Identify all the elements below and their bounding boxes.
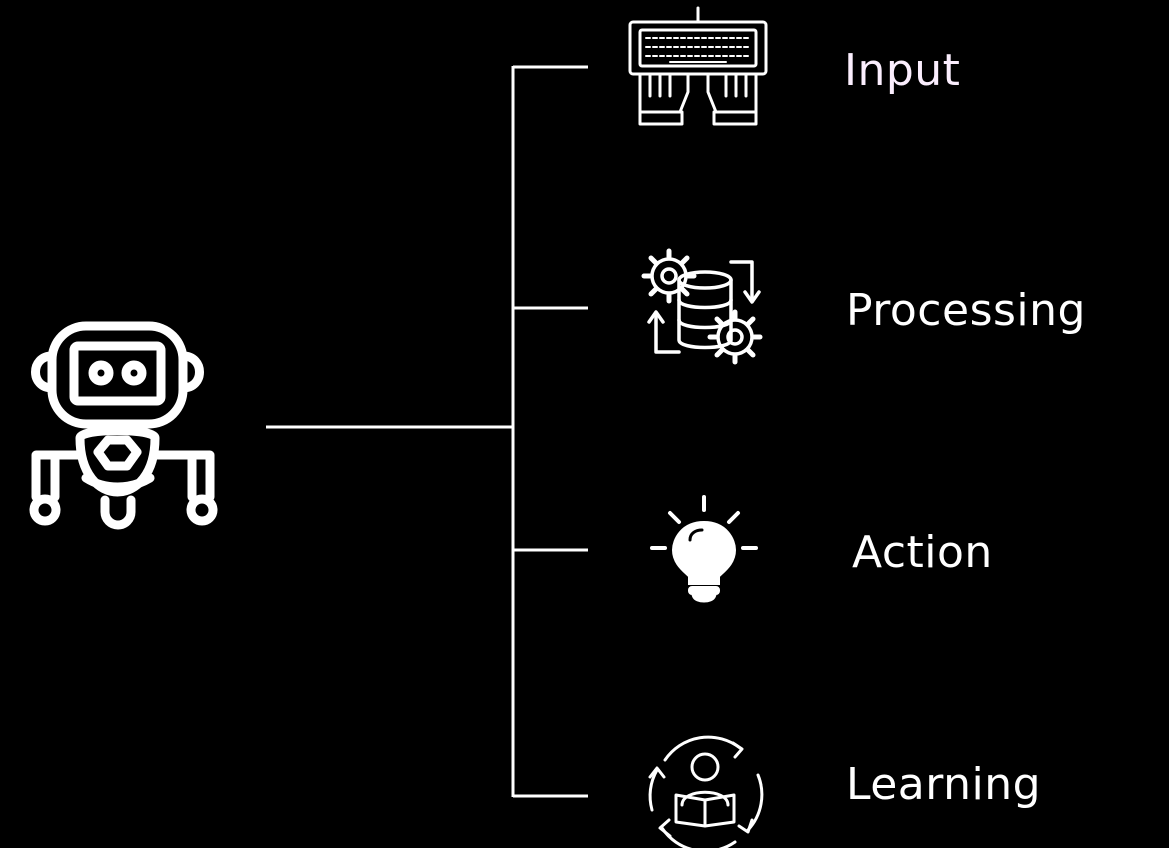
label-action: Action [852,527,993,578]
label-input: Input [844,45,961,96]
connector-lines [266,65,588,798]
label-learning: Learning [846,759,1042,810]
database-gears-icon [641,248,763,365]
reader-cycle-icon [648,735,764,848]
lightbulb-icon [650,495,758,603]
label-processing: Processing [846,285,1086,336]
robot-icon [29,321,218,530]
keyboard-hands-icon [628,6,768,126]
